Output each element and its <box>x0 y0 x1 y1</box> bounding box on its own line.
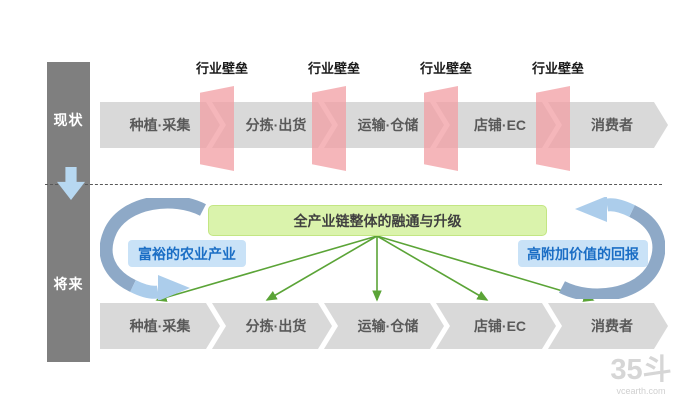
stage-future-planting: 种植·采集 <box>100 303 220 349</box>
stage-label: 分拣·出货 <box>245 117 307 133</box>
future-headline-text: 全产业链整体的融通与升级 <box>293 212 462 229</box>
stage-future-store-ec: 店铺·EC <box>436 303 556 349</box>
stage-label: 店铺·EC <box>473 318 527 334</box>
stage-label: 消费者 <box>591 318 633 334</box>
watermark-logo-text: 35斗 <box>610 354 672 386</box>
stage-label: 店铺·EC <box>473 117 527 133</box>
stage-future-sorting: 分拣·出货 <box>212 303 332 349</box>
stage-future-transport: 运输·仓储 <box>324 303 444 349</box>
barrier-shape <box>424 86 458 171</box>
row-label-future: 将来 <box>53 276 84 292</box>
stage-label: 运输·仓储 <box>357 318 419 334</box>
stage-label: 消费者 <box>591 117 633 133</box>
watermark-logo: 35斗 vcearth.com <box>606 354 676 396</box>
integration-arrows-icon <box>155 235 595 302</box>
timeline-bar <box>47 62 90 362</box>
dashed-divider <box>45 184 662 185</box>
stage-future-consumer: 消费者 <box>548 303 668 349</box>
barrier-label: 行业壁垒 <box>307 61 360 76</box>
barrier-label: 行业壁垒 <box>195 61 248 76</box>
stage-label: 运输·仓储 <box>357 117 419 133</box>
stage-label: 种植·采集 <box>129 117 191 133</box>
barrier-shape <box>536 86 570 171</box>
stage-label: 种植·采集 <box>129 318 191 334</box>
row-label-current: 现状 <box>53 112 84 128</box>
barrier-label: 行业壁垒 <box>419 61 472 76</box>
benefit-label-left: 富裕的农业产业 <box>128 240 246 267</box>
barrier-shape <box>200 86 234 171</box>
barrier-label: 行业壁垒 <box>531 61 584 76</box>
future-headline-box: 全产业链整体的融通与升级 <box>208 205 547 236</box>
benefit-left-text: 富裕的农业产业 <box>138 245 236 262</box>
barrier-shape <box>312 86 346 171</box>
benefit-right-text: 高附加价值的回报 <box>527 245 639 262</box>
stage-label: 分拣·出货 <box>245 318 307 334</box>
benefit-label-right: 高附加价值的回报 <box>518 240 648 267</box>
watermark-site-text: vcearth.com <box>616 386 666 396</box>
